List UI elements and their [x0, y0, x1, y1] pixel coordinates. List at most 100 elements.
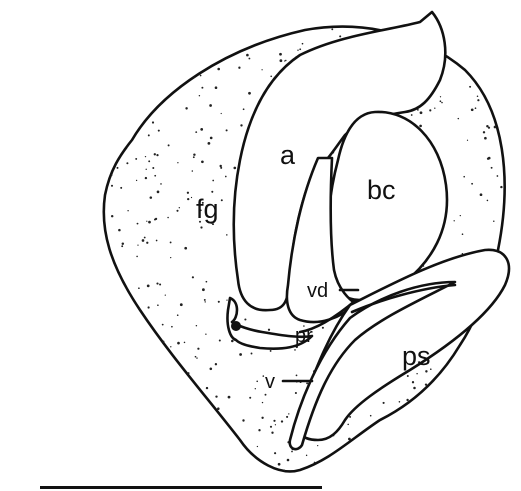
stipple-dot: [228, 45, 230, 47]
stipple-dot: [412, 381, 414, 383]
stipple-dot: [241, 463, 244, 466]
stipple-dot: [503, 140, 504, 141]
stipple-dot: [417, 459, 419, 461]
stipple-dot: [274, 452, 276, 454]
stipple-dot: [114, 310, 115, 311]
stipple-dot: [448, 34, 449, 35]
stipple-dot: [257, 446, 258, 447]
stipple-dot: [209, 104, 212, 107]
stipple-dot: [150, 73, 151, 74]
stipple-dot: [126, 162, 128, 164]
stipple-dot: [101, 249, 103, 251]
stipple-dot: [145, 177, 147, 179]
stipple-dot: [302, 43, 304, 45]
stipple-dot: [419, 125, 422, 128]
stipple-dot: [487, 157, 489, 159]
stipple-dot: [143, 76, 145, 78]
stipple-dot: [206, 281, 208, 283]
stipple-dot: [157, 304, 159, 306]
stipple-dot: [508, 119, 510, 121]
stipple-dot: [106, 380, 107, 381]
stipple-dot: [103, 363, 105, 365]
stipple-dot: [495, 382, 498, 385]
stipple-dot: [425, 383, 427, 385]
stipple-dot: [217, 407, 220, 410]
stipple-dot: [308, 473, 310, 475]
stipple-dot: [249, 397, 251, 399]
stipple-dot: [100, 122, 103, 125]
stipple-dot: [287, 459, 290, 462]
stipple-dot: [370, 456, 373, 459]
stipple-dot: [156, 154, 158, 156]
stipple-dot: [154, 175, 156, 177]
stipple-dot: [217, 27, 219, 29]
label-bc: bc: [367, 175, 396, 205]
stipple-dot: [484, 387, 486, 389]
stipple-dot: [164, 438, 166, 440]
stipple-dot: [148, 221, 151, 224]
stipple-dot: [126, 437, 128, 439]
stipple-dot: [200, 226, 202, 228]
stipple-dot: [492, 384, 494, 386]
stipple-dot: [475, 107, 477, 109]
stipple-dot: [152, 167, 154, 169]
stipple-dot: [121, 420, 122, 421]
stipple-dot: [104, 378, 106, 380]
stipple-dot: [105, 421, 107, 423]
stipple-dot: [146, 221, 147, 222]
stipple-dot: [215, 395, 217, 397]
stipple-dot: [154, 153, 156, 155]
stipple-dot: [504, 358, 507, 361]
stipple-dot: [241, 450, 244, 453]
stipple-dot: [136, 53, 139, 56]
stipple-dot: [146, 242, 148, 244]
stipple-dot: [434, 108, 435, 109]
stipple-dot: [139, 373, 142, 376]
stipple-dot: [110, 116, 112, 118]
stipple-dot: [374, 456, 377, 459]
stipple-dot: [148, 306, 150, 308]
stipple-dot: [170, 257, 171, 258]
stipple-dot: [497, 56, 500, 59]
stipple-dot: [265, 394, 267, 396]
stipple-dot: [226, 129, 228, 131]
stipple-dot: [171, 326, 173, 328]
stipple-dot: [482, 322, 483, 323]
stipple-dot: [119, 446, 122, 449]
label-fg: fg: [196, 194, 219, 224]
stipple-dot: [119, 323, 121, 325]
stipple-dot: [191, 434, 192, 435]
stipple-dot: [482, 406, 485, 409]
stipple-dot: [156, 240, 158, 242]
stipple-dot: [444, 453, 446, 455]
stipple-dot: [481, 34, 484, 37]
stipple-dot: [363, 447, 364, 448]
stipple-dot: [139, 352, 141, 354]
stipple-dot: [256, 380, 258, 382]
stipple-dot: [145, 156, 146, 157]
stipple-dot: [162, 324, 164, 326]
stipple-dot: [505, 319, 506, 320]
stipple-dot: [148, 349, 151, 352]
stipple-dot: [392, 417, 394, 419]
label-a: a: [280, 140, 296, 170]
label-vd: vd: [307, 280, 328, 302]
gonopore-opening: [231, 321, 241, 331]
stipple-dot: [467, 140, 468, 141]
stipple-dot: [185, 107, 187, 109]
stipple-dot: [440, 100, 442, 102]
stipple-dot: [314, 462, 316, 464]
stipple-dot: [476, 455, 477, 456]
stipple-dot: [171, 415, 173, 417]
stipple-dot: [168, 144, 170, 146]
stipple-dot: [193, 156, 195, 158]
stipple-dot: [348, 473, 350, 475]
stipple-dot: [505, 308, 508, 311]
stipple-dot: [106, 137, 109, 140]
stipple-dot: [456, 417, 458, 419]
stipple-dot: [297, 50, 298, 51]
stipple-dot: [175, 408, 177, 410]
stipple-dot: [177, 162, 178, 163]
stipple-dot: [142, 239, 145, 242]
